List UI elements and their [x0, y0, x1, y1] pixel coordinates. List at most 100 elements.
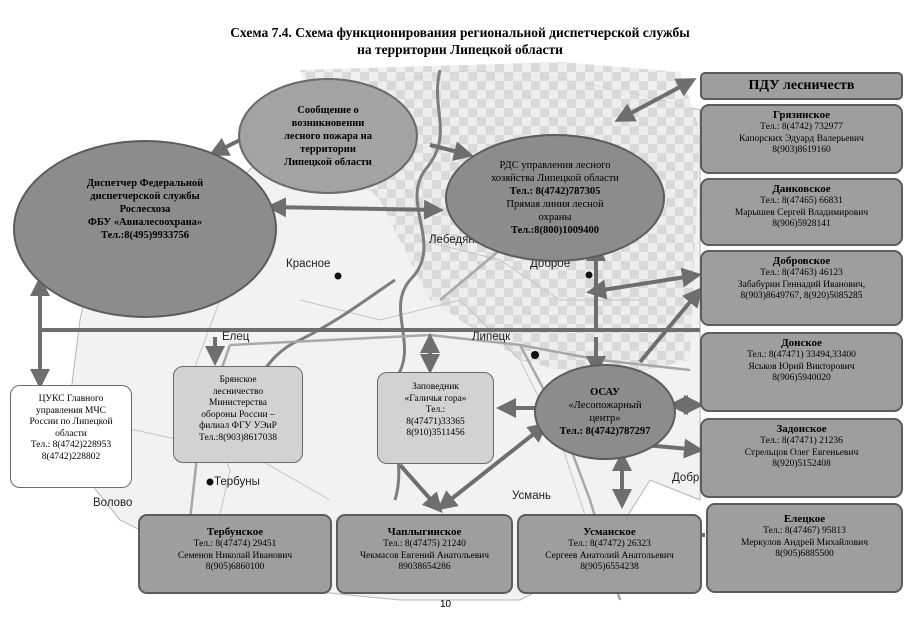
forestry-name: Грязинское [773, 109, 830, 121]
cuks-line-1: ЦУКС Главного [38, 394, 104, 404]
rds-line-6: Тел.:8(800)1009400 [510, 225, 600, 236]
forestry-name: Чаплыгинское [387, 526, 462, 538]
rds-line-5: охраны [538, 212, 572, 223]
forestry-name: Усманское [583, 526, 636, 538]
federal-dispatcher-ellipse: Диспетчер Федеральной диспетчерской служ… [13, 140, 277, 318]
forestry-person: Яськов Юрий Викторович [748, 361, 855, 372]
federal-line-8: Тел.:8(800)1009400 [100, 269, 190, 280]
bryansk-box: Брянское лесничество Министерства оборон… [173, 366, 303, 463]
osau-line-4: Тел.: 8(4742)787297 [559, 426, 651, 437]
forestry-box-dankovskoe: Данковское Тел.: 8(47465) 66831 Марышев … [700, 178, 903, 246]
reserve-box: Заповедник «Галичья гора» Тел.: 8(47471)… [377, 372, 494, 464]
federal-line-2: диспетчерской службы [90, 191, 200, 202]
forestry-person: Меркулов Андрей Михайлович [741, 537, 868, 548]
reserve-line-5: 8(910)3511456 [406, 428, 465, 438]
forestry-phone: 8(905)6554238 [580, 562, 639, 572]
forestry-phone: 8(903)8619160 [772, 145, 831, 155]
forestry-name: Задонское [776, 423, 827, 435]
bryansk-line-6: Тел.:8(903)8617038 [199, 432, 277, 443]
diagram-title: Схема 7.4. Схема функционирования регион… [120, 24, 800, 58]
city-label-elets: Елец [222, 331, 250, 343]
forestry-tel: Тел.: 8(47471) 21236 [760, 436, 843, 446]
city-label-lipetsk: Липецк [472, 331, 511, 343]
forestry-box-gryazinskoe: Грязинское Тел.: 8(4742) 732977 Капорски… [700, 104, 903, 174]
forestry-name: Елецкое [783, 513, 826, 525]
osau-line-1: ОСАУ [590, 387, 620, 398]
federal-line-6: Прямая линия лесной [92, 243, 198, 254]
bryansk-line-1: Брянское [219, 375, 257, 385]
bryansk-line-5: филиал ФГУ УЭиР [199, 421, 277, 431]
forestry-phone: 8(920)5152408 [772, 459, 831, 469]
cuks-line-4: области [55, 428, 87, 439]
forestry-person: Марышев Сергей Владимирович [734, 207, 869, 218]
forestry-phone: 8(905)6885500 [775, 549, 834, 559]
federal-line-7: охраны [127, 256, 163, 267]
city-label-volovo: Волово [93, 497, 133, 509]
forestry-tel: Тел.: 8(47475) 21240 [383, 539, 466, 549]
message-line-1: Сообщение о [297, 104, 359, 116]
forestry-person: Забабурин Геннадий Иванович, [737, 279, 866, 290]
title-line-1: Схема 7.4. Схема функционирования регион… [230, 25, 690, 40]
bryansk-line-4: обороны России – [201, 409, 275, 420]
forestry-tel: Тел.: 8(47463) 46123 [760, 268, 843, 278]
title-line-2: на территории Липецкой области [357, 42, 563, 57]
reserve-line-4: 8(47471)33365 [406, 416, 465, 427]
federal-line-5: Тел.:8(495)9933756 [100, 230, 190, 241]
cuks-line-3: России по Липецкой [29, 417, 113, 427]
rds-line-3: Тел.: 8(4742)787305 [509, 186, 601, 197]
city-label-dobr: Добр [672, 472, 700, 484]
rds-line-2: хозяйства Липецкой области [491, 173, 619, 184]
forestry-box-eletskoe: Елецкое Тел.: 8(47467) 95813 Меркулов Ан… [706, 503, 903, 593]
forestry-box-zadonskoe: Задонское Тел.: 8(47471) 21236 Стрельцов… [700, 418, 903, 498]
forestry-phone: 89038654286 [398, 562, 451, 572]
osau-line-3: центр» [589, 413, 621, 424]
reserve-line-2: «Галичья гора» [404, 393, 467, 404]
message-line-5: Липецкой области [284, 156, 372, 168]
forestry-person: Стрельцов Олег Евгеньевич [744, 447, 859, 458]
forestry-person: Сергеев Анатолий Анатольевич [545, 550, 674, 561]
bryansk-line-3: Министерства [209, 398, 267, 408]
forestry-tel: Тел.: 8(47471) 33494,33400 [747, 350, 856, 360]
page-number: 10 [440, 599, 452, 610]
forestry-person: Семенов Николай Иванович [177, 550, 293, 561]
cuks-line-2: управления МЧС [36, 405, 106, 416]
bryansk-line-2: лесничество [212, 386, 264, 397]
forestry-person: Капорских Эдуард Валерьевич [739, 133, 864, 144]
message-line-2: возникновении [291, 117, 365, 129]
forestry-box-donskoe: Донское Тел.: 8(47471) 33494,33400 Ясько… [700, 332, 903, 412]
message-line-4: территории [300, 143, 356, 155]
pdu-header: ПДУ лесничеств [700, 72, 903, 100]
federal-line-4: ФБУ «Авиалесоохрана» [87, 217, 203, 228]
message-line-3: лесного пожара на [284, 130, 372, 142]
fire-report-ellipse: Сообщение о возникновении лесного пожара… [238, 78, 418, 194]
federal-line-3: Рослесхоза [119, 204, 171, 215]
city-label-usman: Усмань [512, 490, 551, 502]
rds-line-1: РДС управления лесного [499, 160, 611, 171]
forestry-name: Донское [781, 337, 822, 349]
forestry-tel: Тел.: 8(47474) 29451 [193, 539, 277, 549]
federal-line-1: Диспетчер Федеральной [86, 178, 204, 189]
forestry-tel: Тел.: 8(47465) 66831 [760, 196, 843, 206]
forestry-box-terbunskoe: Тербунское Тел.: 8(47474) 29451 Семенов … [138, 514, 332, 594]
cuks-box: ЦУКС Главного управления МЧС России по Л… [10, 385, 132, 488]
forestry-phone: 8(906)5940020 [772, 373, 831, 383]
osau-line-2: «Лесопожарный [568, 400, 642, 411]
forestry-name: Данковское [772, 183, 831, 195]
forestry-box-usmanskoe: Усманское Тел.: 8(47472) 26323 Сергеев А… [517, 514, 702, 594]
reserve-line-1: Заповедник [412, 382, 459, 392]
rds-ellipse: РДС управления лесного хозяйства Липецко… [445, 134, 665, 262]
forestry-tel: Тел.: 8(4742) 732977 [760, 122, 843, 132]
city-label-terbuny: Тербуны [214, 476, 260, 488]
forestry-name: Тербунское [206, 526, 264, 538]
forestry-phone: 8(905)6860100 [205, 562, 265, 572]
forestry-person: Чекмасов Евгений Анатольевич [359, 550, 490, 561]
forestry-phone: 8(906)5928141 [772, 219, 831, 229]
forestry-name: Добровское [772, 255, 831, 267]
forestry-tel: Тел.: 8(47467) 95813 [763, 526, 846, 536]
forestry-phone: 8(903)8649767, 8(920)5085285 [740, 291, 863, 301]
forestry-box-chaplyginskoe: Чаплыгинское Тел.: 8(47475) 21240 Чекмас… [336, 514, 513, 594]
reserve-line-3: Тел.: [425, 405, 446, 415]
city-label-krasnoe: Красное [286, 258, 331, 270]
forestry-tel: Тел.: 8(47472) 26323 [568, 539, 651, 549]
